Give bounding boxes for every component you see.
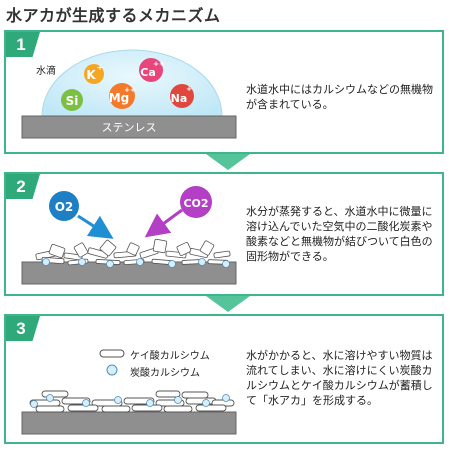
o2-molecule-icon [49,191,79,221]
step-3-description: 水がかかると、水に溶けやすい物質は流れてしまい、水に溶けにくい炭酸カルシウムとケ… [246,349,433,407]
crystal-shape [213,250,231,259]
ion-si-icon: Si [61,89,83,111]
carbonate-deposit [222,394,230,402]
carbonate-deposit [146,399,154,407]
stainless-surface [21,115,237,139]
step-1-number: 1 [6,32,40,57]
carbonate-deposit [46,394,54,402]
svg-text:Ca: Ca [140,66,156,79]
crystal-shape [152,238,168,254]
svg-text:Mg: Mg [109,91,130,105]
svg-text:++: ++ [153,60,165,68]
carbonate-particle [42,258,50,266]
down-arrow-2 [206,296,250,312]
crystal-shape [199,240,215,256]
carbonate-deposit [30,400,38,408]
ion-na-icon: Na + [170,84,194,108]
silicate-deposit [163,405,193,413]
crystal-shape [176,242,192,256]
droplet-label: 水滴 [36,66,56,77]
silicate-deposit [101,405,131,413]
svg-text:K: K [86,68,96,82]
legend-carbonate-icon [106,364,118,376]
silicate-deposit [155,390,181,398]
silicate-deposit [181,391,209,399]
step-1-panel: 1 K + Ca ++ Si Mg ++ Na + 水滴 ステンレス 水道水中に… [4,30,444,154]
limescale-deposits [29,390,235,413]
svg-text:+: + [186,85,192,93]
page-title: 水アカが生成するメカニズム [6,6,221,25]
silicate-deposit [131,404,163,412]
down-arrow-1 [206,154,250,170]
ion-k-icon: K + [84,63,104,84]
carbonate-particle [222,260,230,268]
step-2-description: 水分が蒸発すると、水道水中に微量に溶け込んでいた空気中の二酸化炭素や酸素などと無… [246,205,433,263]
legend-carbonate-label: 炭酸カルシウム [130,368,200,379]
silicate-deposit [35,405,65,413]
crystal-shape [126,242,140,256]
ion-ca-icon: Ca ++ [139,58,165,82]
crystal-deposits [35,238,231,268]
legend-silicate-icon [99,349,125,358]
step-3-illustration [21,349,237,435]
carbonate-particle [168,260,176,268]
o2-label: O2 [55,200,74,214]
carbonate-particle [136,258,144,266]
svg-text:+: + [97,63,104,72]
carbonate-deposit [202,399,210,407]
step-2-illustration: O2 CO2 [21,186,237,285]
step-1-illustration: K + Ca ++ Si Mg ++ Na + [21,49,237,139]
silicate-deposit [67,404,99,412]
stainless-label: ステンレス [101,121,157,134]
step-1-description: 水道水中にはカルシウムなどの無機物が含まれている。 [246,83,433,111]
silicate-deposit [41,390,69,398]
crystal-shape [99,239,117,257]
carbonate-deposit [114,396,122,404]
carbonate-deposit [174,396,182,404]
step-3-panel: 3 ケイ酸カルシウム 炭酸カルシウム 水がかかると、水に溶けやすい物質は流れてし… [4,314,444,444]
ion-mg-icon: Mg ++ [109,83,136,109]
svg-text:Si: Si [66,94,79,108]
crystal-shape [73,242,89,258]
svg-text:Na: Na [171,92,188,105]
step-2-panel: 2 O2 CO2 水分が蒸発すると、水道水中に微量に溶け込んでいた空気中の二酸化… [4,172,444,296]
silicate-deposit [195,404,227,412]
stainless-surface-3 [21,411,237,435]
co2-label: CO2 [183,197,208,210]
carbonate-particle [106,260,114,268]
svg-text:++: ++ [124,86,136,94]
carbonate-particle [78,258,86,266]
carbonate-deposit [82,399,90,407]
crystal-shape [48,243,66,259]
carbonate-particle [198,258,206,266]
co2-molecule-icon [180,186,212,218]
silicate-deposit [185,397,217,405]
legend-silicate-label: ケイ酸カルシウム [130,351,210,362]
